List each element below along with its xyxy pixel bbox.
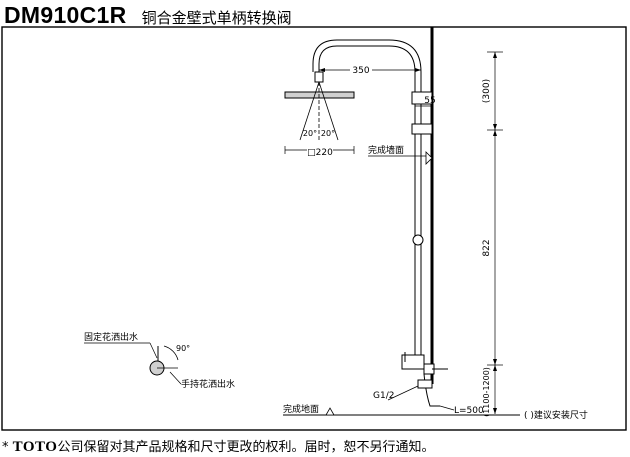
dim-220-label: □220 xyxy=(307,148,333,158)
model-number: DM910C1R xyxy=(4,2,127,28)
finished-floor-marker xyxy=(325,407,335,416)
dim-350-bg xyxy=(350,64,372,75)
valve-angle-label: 90° xyxy=(176,344,190,353)
right-dim-arrow-3 xyxy=(493,130,497,136)
finished-wall-label: 完成墙面 xyxy=(368,144,404,156)
hand-outlet-leader xyxy=(169,371,182,385)
inlet-thread-label: G1/2 xyxy=(373,391,394,401)
inlet-leader xyxy=(387,385,419,401)
riser-pipe-inner xyxy=(312,39,422,360)
right-dim-arrow-1 xyxy=(493,52,497,58)
drawing-frame xyxy=(1,26,627,431)
spray-line-left xyxy=(299,81,320,141)
mid-wall-bracket xyxy=(411,123,433,135)
right-dim-arrow-2 xyxy=(493,124,497,130)
recommended-size-note: ( )建议安装尺寸 xyxy=(524,409,588,421)
right-dim-arrow-5 xyxy=(493,365,497,371)
shower-head-connector xyxy=(314,71,324,83)
slider-knob xyxy=(412,234,424,246)
dim-220-bg xyxy=(307,146,333,156)
footer-text: 公司保留对其产品规格和尺寸更改的权利。届时，恕不另行通知。 xyxy=(57,440,435,455)
hose-leader xyxy=(439,405,455,411)
riser-pipe-outer xyxy=(318,45,416,360)
shower-head-plate xyxy=(284,91,355,99)
title-bar: DM910C1R 铜合金壁式单柄转换阀 xyxy=(4,2,292,28)
footer-disclaimer: * TOTO公司保留对其产品规格和尺寸更改的权利。届时，恕不另行通知。 xyxy=(2,436,434,456)
inlet-fitting xyxy=(417,379,433,389)
dim-350-label: 350 xyxy=(352,66,369,76)
hose-curve xyxy=(423,373,440,407)
dim-55-label: 55 xyxy=(424,96,435,106)
valve-body xyxy=(401,354,425,370)
detail-angle-arc xyxy=(163,345,179,361)
hose-length-label: L=500 xyxy=(454,406,484,416)
spray-line-right xyxy=(318,81,339,141)
dim-300-label: (300) xyxy=(482,79,492,103)
dim-install-height-label: (1100-1200) xyxy=(482,367,491,417)
hand-shower-outlet-label: 手持花洒出水 xyxy=(181,378,235,390)
dim-822-label: 822 xyxy=(482,239,492,256)
spray-angle-right-label: 20° xyxy=(321,129,335,138)
finished-wall-marker xyxy=(425,151,433,165)
dim-350-arrow-left xyxy=(319,68,325,72)
footer-bullet: * xyxy=(2,440,9,455)
right-dim-arrow-4 xyxy=(493,359,497,365)
spray-angle-left-label: 20° xyxy=(303,129,317,138)
fixed-shower-outlet-label: 固定花洒出水 xyxy=(84,331,138,343)
brand-logo: TOTO xyxy=(12,439,58,455)
fixed-outlet-leader xyxy=(149,342,158,359)
product-subtitle: 铜合金壁式单柄转换阀 xyxy=(141,9,292,27)
dim-350-arrow-right xyxy=(415,68,421,72)
finished-floor-label: 完成地面 xyxy=(283,403,319,415)
right-dim-arrow-6 xyxy=(493,408,497,414)
upper-wall-bracket xyxy=(411,91,433,105)
